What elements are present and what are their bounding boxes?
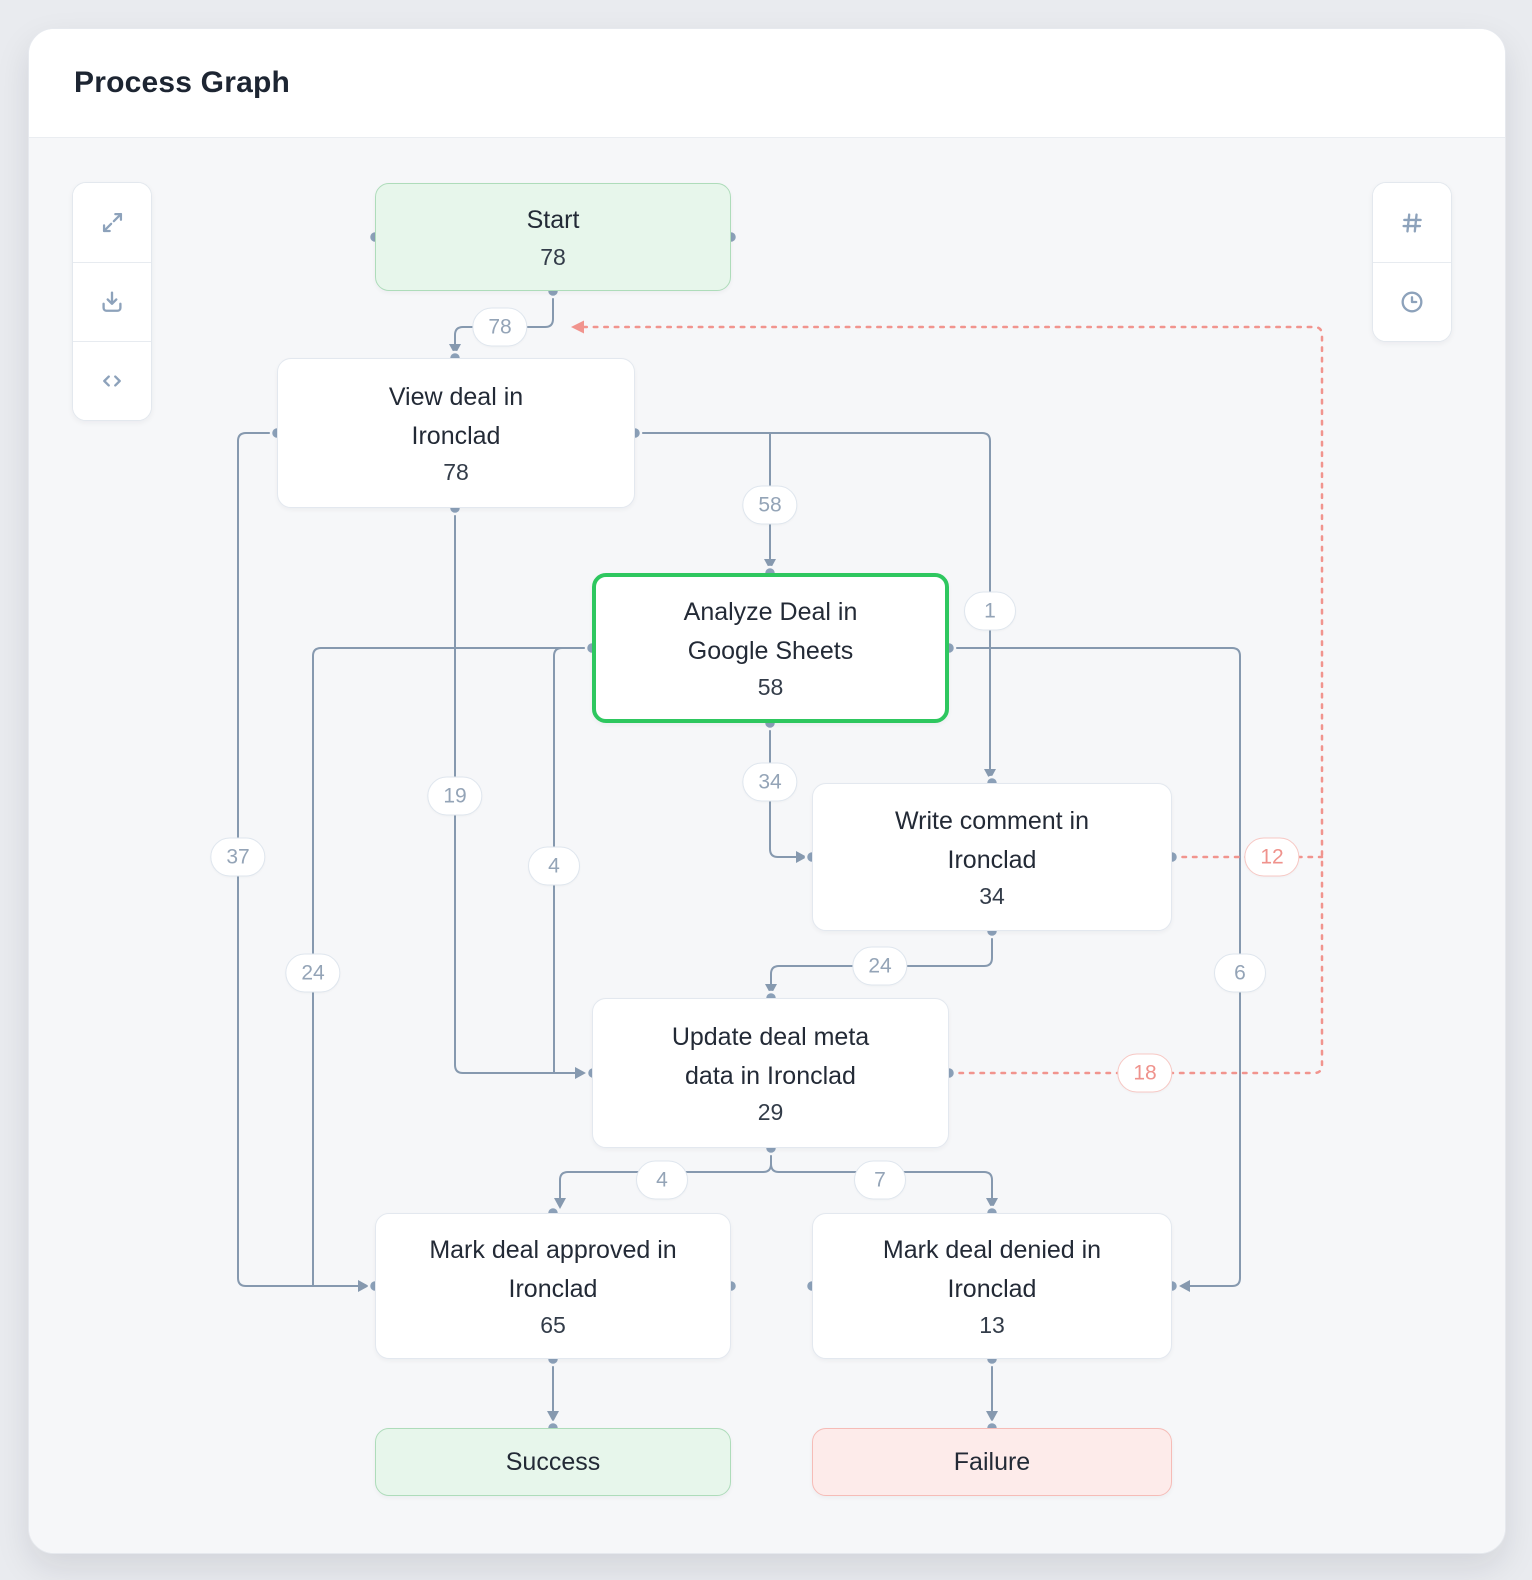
node-label: Analyze Deal in Google Sheets <box>683 597 858 665</box>
node-label: Success <box>505 1447 601 1476</box>
page-title: Process Graph <box>74 66 291 99</box>
node-count: 65 <box>540 1312 566 1339</box>
node-success[interactable]: Success <box>375 1428 731 1496</box>
node-label: Start <box>526 206 580 235</box>
node-count: 58 <box>757 674 784 701</box>
node-update-meta[interactable]: Update deal meta data in Ironclad 29 <box>592 998 949 1148</box>
node-label: Update deal meta data in Ironclad <box>671 1022 870 1090</box>
code-button[interactable] <box>73 341 151 420</box>
edge-count-pill: 24 <box>285 953 341 993</box>
frequency-button[interactable] <box>1373 183 1451 262</box>
node-count: 34 <box>979 883 1005 910</box>
node-failure[interactable]: Failure <box>812 1428 1172 1496</box>
node-count: 13 <box>979 1312 1005 1339</box>
edge-count-pill: 1 <box>964 591 1016 631</box>
node-count: 29 <box>757 1099 784 1126</box>
expand-icon <box>99 209 126 236</box>
node-label: Mark deal approved in Ironclad <box>429 1235 677 1303</box>
node-mark-denied[interactable]: Mark deal denied in Ironclad 13 <box>812 1213 1172 1359</box>
node-label: Mark deal denied in Ironclad <box>882 1235 1102 1303</box>
hash-icon <box>1398 209 1426 237</box>
edge-count-pill: 4 <box>528 846 580 886</box>
edge-count-pill: 58 <box>742 485 798 525</box>
node-analyze-deal[interactable]: Analyze Deal in Google Sheets 58 <box>592 573 949 723</box>
toolbar-right <box>1372 182 1452 342</box>
rework-count-pill: 12 <box>1244 837 1300 877</box>
node-label: Write comment in Ironclad <box>894 806 1090 874</box>
clock-icon <box>1398 288 1426 316</box>
edge-count-pill: 78 <box>472 307 528 347</box>
edge-count-pill: 24 <box>852 946 908 986</box>
download-button[interactable] <box>73 262 151 341</box>
node-start[interactable]: Start 78 <box>375 183 731 291</box>
duration-button[interactable] <box>1373 262 1451 341</box>
code-icon <box>98 367 126 395</box>
toolbar-left <box>72 182 152 421</box>
rework-count-pill: 18 <box>1117 1053 1173 1093</box>
node-count: 78 <box>540 243 566 270</box>
edge-count-pill: 37 <box>210 837 266 877</box>
fullscreen-button[interactable] <box>73 183 151 262</box>
edge-count-pill: 7 <box>854 1160 906 1200</box>
node-label: View deal in Ironclad <box>388 382 524 450</box>
window-header: Process Graph <box>29 29 1505 138</box>
node-count: 78 <box>443 459 469 486</box>
node-mark-approved[interactable]: Mark deal approved in Ironclad 65 <box>375 1213 731 1359</box>
download-icon <box>98 288 126 316</box>
node-view-deal[interactable]: View deal in Ironclad 78 <box>277 358 635 508</box>
node-label: Failure <box>953 1447 1031 1476</box>
edge-count-pill: 34 <box>742 762 798 802</box>
edge-count-pill: 6 <box>1214 953 1266 993</box>
edge-count-pill: 19 <box>427 776 483 816</box>
node-write-comment[interactable]: Write comment in Ironclad 34 <box>812 783 1172 931</box>
edge-count-pill: 4 <box>636 1160 688 1200</box>
